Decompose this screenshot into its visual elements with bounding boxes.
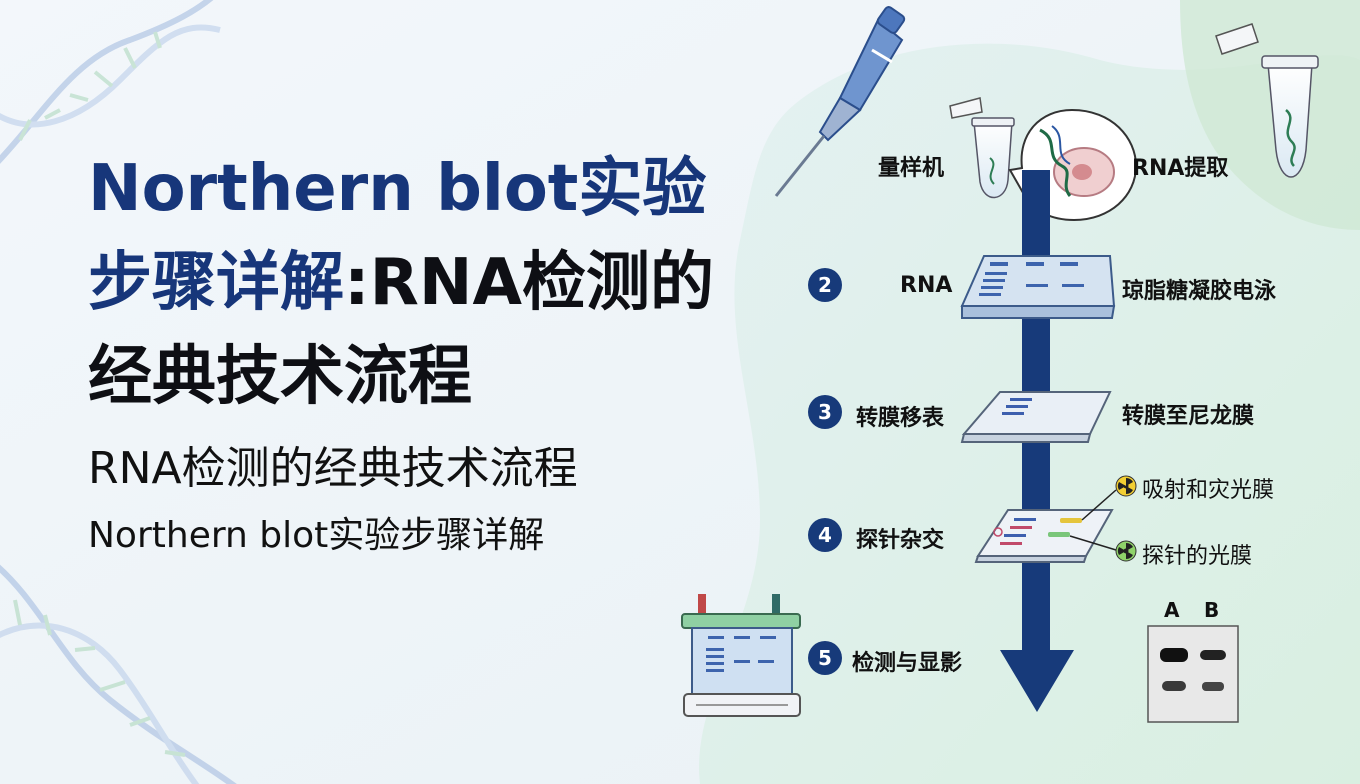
step2-number-badge: 2 [808, 268, 842, 302]
title-line-2b: :RNA检测的 [344, 246, 714, 320]
title-line-2a: 步骤详解 [88, 246, 344, 320]
sample-tube-icon [949, 97, 1015, 199]
step1-right-label: RNA提取 [1132, 156, 1229, 181]
nylon-membrane-sheet [960, 391, 1112, 443]
agarose-gel-plate [960, 255, 1116, 319]
radiation-yellow-icon [1115, 475, 1137, 497]
step3-left-label: 转膜移表 [856, 406, 945, 431]
lane-a-label: A [1164, 598, 1180, 622]
dna-helix-top-icon [0, 0, 221, 164]
step3-right-label: 转膜至尼龙膜 [1122, 404, 1255, 429]
radiation-green-icon [1115, 540, 1137, 562]
pipette-icon [774, 6, 906, 197]
step2-left-label: RNA [900, 273, 953, 298]
step1-left-label: 量样机 [878, 156, 945, 181]
hybridization-membrane [974, 489, 1117, 563]
step4-number-badge: 4 [808, 518, 842, 552]
step4-right-bottom-label: 探针的光膜 [1142, 544, 1253, 569]
subtitle-secondary: Northern blot实验步骤详解 [88, 515, 545, 556]
title-line-1: Northern blot实验 [88, 152, 707, 226]
step3-number-badge: 3 [808, 395, 842, 429]
title-line-3: 经典技术流程 [88, 340, 472, 414]
electrophoresis-tank-icon [681, 594, 801, 717]
dna-helix-bottom-icon [0, 564, 237, 784]
main-title: Northern blot实验 步骤详解:RNA检测的 经典技术流程 [88, 142, 778, 424]
step5-left-label: 检测与显影 [852, 651, 963, 676]
blot-result-film [1147, 625, 1239, 723]
lane-b-label: B [1204, 598, 1220, 622]
step4-left-label: 探针杂交 [856, 528, 945, 553]
subtitle-primary: RNA检测的经典技术流程 [88, 443, 578, 494]
large-tube-icon [1215, 23, 1319, 178]
step5-number-badge: 5 [808, 641, 842, 675]
step2-right-label: 琼脂糖凝胶电泳 [1122, 279, 1277, 304]
step4-right-top-label: 吸射和灾光膜 [1142, 478, 1275, 503]
